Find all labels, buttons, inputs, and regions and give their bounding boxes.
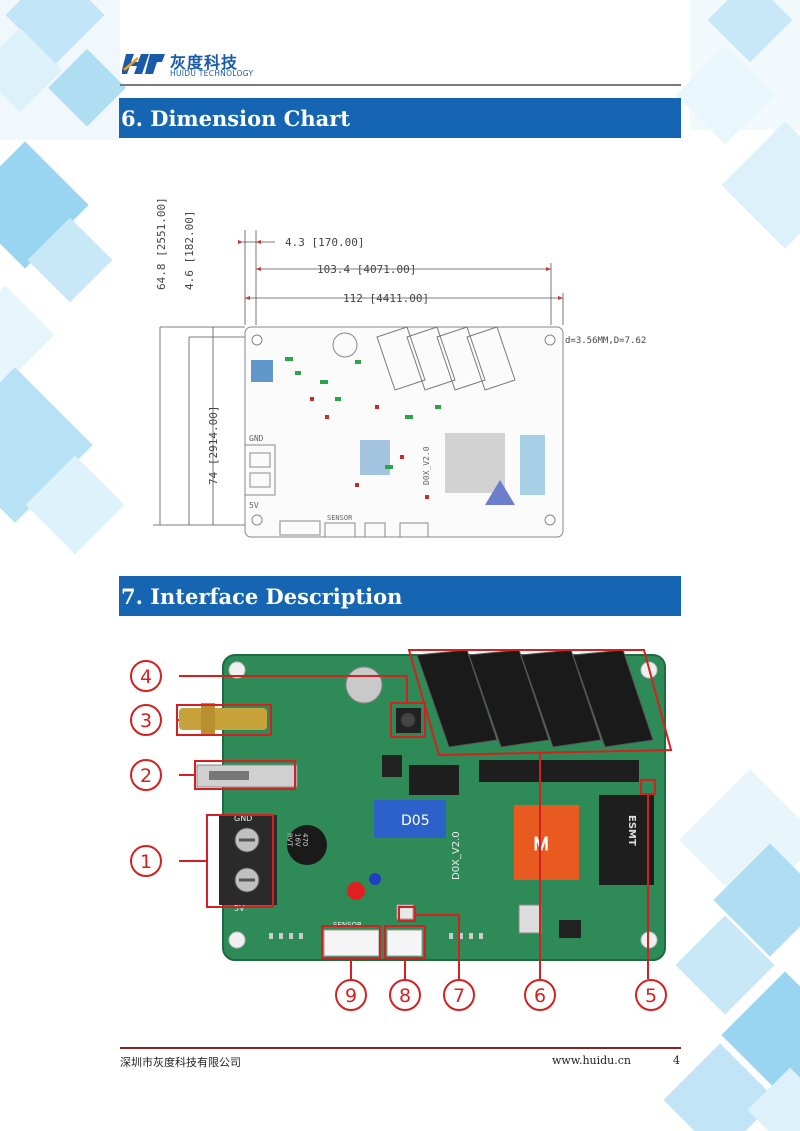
dim-label-hole: d=3.56MM,D=7.62 (565, 336, 646, 346)
dim-label-v2: 4.6 [182.00] (183, 211, 196, 290)
svg-text:2: 2 (140, 765, 152, 787)
board-label-gnd: GND (249, 434, 264, 443)
callout-3: 3 (130, 704, 162, 736)
logo-chinese-text: 灰度科技 (170, 53, 239, 72)
dim-label-v1: 64.8 [2551.00] (155, 197, 168, 290)
button-connector (386, 929, 423, 957)
logo-english-text: HUIDU TECHNOLOGY (170, 69, 254, 78)
section-header-dimension: 6. Dimension Chart (119, 98, 681, 138)
header-divider (120, 84, 681, 86)
board-label-5v: 5V (249, 501, 259, 510)
callout-9: 9 (335, 979, 367, 1011)
footer-divider (120, 1047, 681, 1049)
indicator-led (396, 904, 414, 920)
dim-label-h2: 103.4 [4071.00] (317, 263, 416, 276)
pcb-label-5v: 5V (234, 904, 245, 913)
section-title: 7. Interface Description (121, 584, 403, 609)
svg-text:8: 8 (399, 985, 411, 1007)
pcb-label-gnd: GND (234, 814, 252, 823)
callout-7: 7 (443, 979, 475, 1011)
svg-text:1: 1 (140, 851, 152, 873)
controller-board-photo: GND 5V 47016VRVT Ꮇ ESMT D05 D0X_V2.0 SEN… (130, 649, 673, 1011)
svg-text:4: 4 (140, 666, 152, 688)
pcb-label-model: D0X_V2.0 (451, 831, 462, 880)
svg-text:3: 3 (140, 710, 152, 732)
main-controller-chip (514, 805, 579, 880)
footer-company: 深圳市灰度科技有限公司 (120, 1056, 241, 1069)
pcb-label-esmt: ESMT (626, 815, 637, 846)
d05-module (374, 800, 446, 838)
section-title: 6. Dimension Chart (121, 106, 351, 131)
antenna-connector (179, 708, 267, 730)
board-label-sensor: SENSOR (327, 514, 353, 522)
section-header-interface: 7. Interface Description (119, 576, 681, 616)
dimension-chart: 4.3 [170.00] 103.4 [4071.00] 112 [4411.0… (153, 197, 646, 538)
dim-label-v3: 74 [2914.00] (207, 406, 220, 485)
callout-1: 1 (130, 845, 162, 877)
company-logo: 灰度科技 HUIDU TECHNOLOGY (122, 48, 302, 80)
callout-6: 6 (524, 979, 556, 1011)
huidu-logo-icon (122, 54, 165, 74)
footer-website: www.huidu.cn (552, 1054, 631, 1067)
svg-text:9: 9 (345, 985, 357, 1007)
dim-label-h3: 112 [4411.00] (343, 292, 429, 305)
pcb-label-cap: 47016VRVT (286, 833, 309, 847)
board-label-model: D0X_V2.0 (422, 446, 431, 485)
svg-text:6: 6 (534, 985, 546, 1007)
callout-4: 4 (130, 660, 162, 692)
pcb-label-d05: D05 (401, 813, 430, 829)
chip-logo-icon: Ꮇ (534, 834, 548, 855)
callout-8: 8 (389, 979, 421, 1011)
callout-2: 2 (130, 759, 162, 791)
dim-label-h1: 4.3 [170.00] (285, 236, 364, 249)
callout-5: 5 (635, 979, 667, 1011)
svg-text:7: 7 (453, 985, 465, 1007)
page-number: 4 (673, 1054, 680, 1067)
sensor-connector (323, 929, 380, 957)
svg-text:5: 5 (645, 985, 657, 1007)
